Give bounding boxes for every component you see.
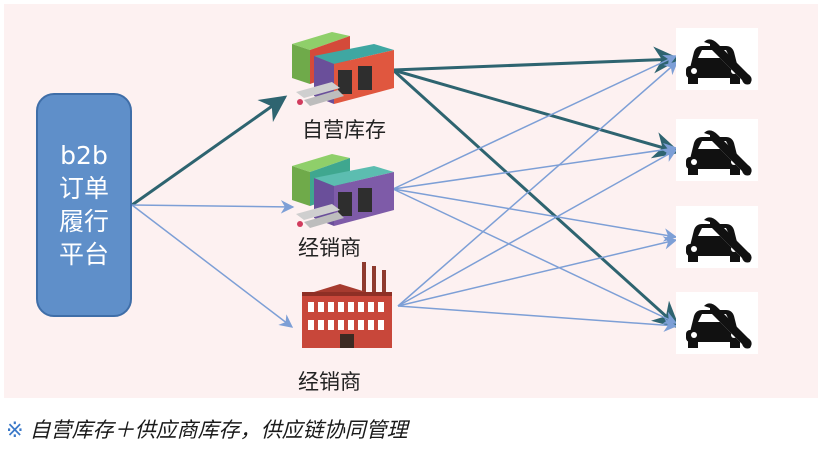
factory-icon [302, 262, 392, 348]
own-inventory-label: 自营库存 [302, 118, 386, 142]
car-repair-tile [676, 28, 758, 90]
car-repair-icon [686, 217, 752, 263]
arrow-platform-to-dealer2 [131, 204, 294, 328]
arrow-dealer2-to-car2 [397, 149, 678, 307]
arrow-dealer2-to-car4 [397, 305, 678, 332]
reference-mark: ※ [6, 418, 24, 442]
arrow-platform-to-dealer1 [131, 200, 295, 214]
warehouse-icon [292, 32, 394, 106]
caption-text: 自营库存＋供应商库存，供应链协同管理 [29, 418, 408, 442]
arrow-dealer1-to-car2 [392, 143, 678, 190]
platform-label-line4: 平台 [58, 240, 109, 269]
arrow-dealer1-to-car3 [392, 188, 678, 242]
car-repair-tile [676, 292, 758, 354]
arrow-dealer1-to-car1 [392, 55, 678, 190]
dealer-factory-label: 经销商 [298, 370, 361, 394]
car-repair-icon [686, 130, 752, 176]
platform-label-line1: b2b [60, 141, 108, 170]
arrow-dealer1-to-car4 [392, 188, 678, 324]
caption: ※自营库存＋供应商库存，供应链协同管理 [6, 414, 408, 444]
arrow-own-to-car4 [391, 68, 681, 329]
b2b-platform-box: b2b 订单 履行 平台 [36, 93, 132, 317]
arrow-dealer2-to-car3 [397, 236, 678, 307]
car-repair-tile [676, 206, 758, 268]
car-repair-icon [686, 303, 752, 349]
arrow-own-to-car1 [392, 46, 681, 74]
arrow-own-to-car2 [392, 68, 681, 159]
arrow-platform-to-own [131, 95, 288, 207]
arrow-dealer2-to-car1 [397, 61, 679, 307]
platform-label-line3: 履行 [58, 207, 109, 236]
car-repair-tile [676, 119, 758, 181]
warehouse-icon [292, 154, 394, 228]
dealer-warehouse-label: 经销商 [298, 236, 361, 260]
platform-label-line2: 订单 [58, 174, 109, 203]
car-repair-icon [686, 39, 752, 85]
